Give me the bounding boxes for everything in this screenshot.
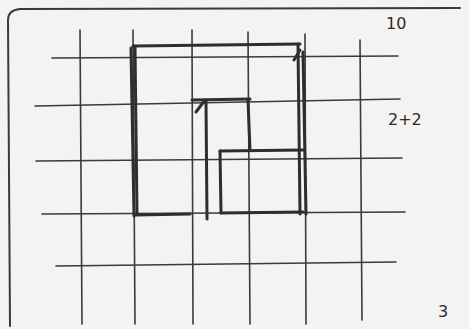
handwritten-note: 10 (386, 16, 406, 32)
handwritten-note: 2+2 (388, 112, 422, 128)
bold-outline (131, 44, 306, 219)
paper-edge (8, 8, 460, 326)
grid-lines (35, 30, 405, 324)
handwritten-note: 3 (438, 304, 448, 320)
